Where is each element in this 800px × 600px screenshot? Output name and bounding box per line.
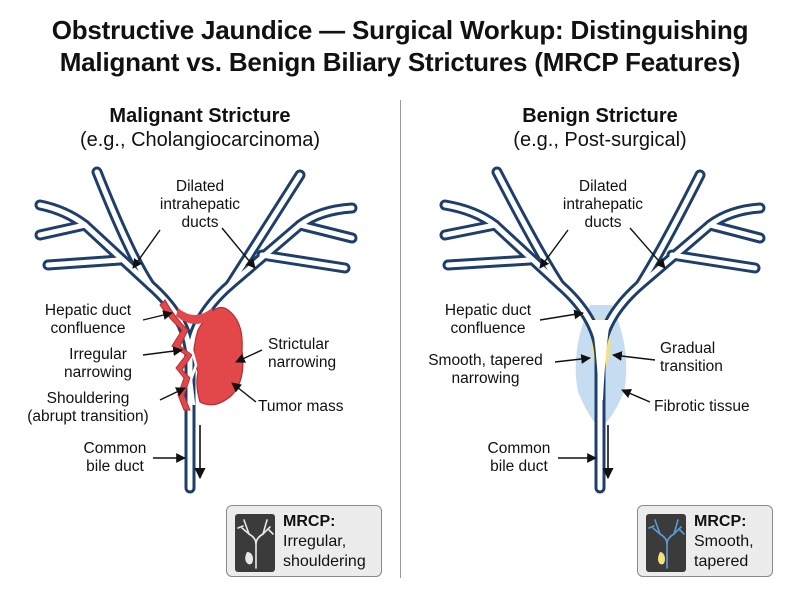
label-cbd-malignant: Common bile duct bbox=[83, 440, 147, 475]
benign-subheading: (e.g., Post-surgical) bbox=[513, 129, 687, 151]
mrcp-feature-2-benign: tapered bbox=[694, 553, 749, 570]
benign-heading: Benign Stricture bbox=[522, 105, 678, 127]
malignant-heading: Malignant Stricture bbox=[109, 105, 291, 127]
label-confluence-malignant: Hepatic duct confluence bbox=[44, 302, 132, 337]
panel-divider bbox=[400, 100, 401, 578]
mrcp-image-icon bbox=[235, 514, 275, 572]
mrcp-feature-1-malignant: Irregular, bbox=[283, 533, 347, 550]
page-title: Obstructive Jaundice — Surgical Workup: … bbox=[0, 14, 800, 78]
label-confluence-benign: Hepatic duct confluence bbox=[444, 302, 532, 337]
mrcp-box-benign: MRCP: Smooth, tapered bbox=[637, 505, 773, 577]
malignant-duct-tree bbox=[34, 166, 358, 494]
mrcp-label-malignant: MRCP: bbox=[283, 513, 336, 530]
title-line-1: Obstructive Jaundice — Surgical Workup: … bbox=[51, 15, 749, 45]
label-dilated-ducts-malignant: Dilated intrahepatic ducts bbox=[159, 178, 241, 231]
title-line-2: Malignant vs. Benign Biliary Strictures … bbox=[59, 47, 741, 77]
label-smooth-tapered: Smooth, tapered narrowing bbox=[428, 352, 543, 387]
label-irregular-narrowing: Irregular narrowing bbox=[63, 346, 133, 381]
benign-duct-tree bbox=[439, 166, 766, 494]
label-gradual-transition: Gradual transition bbox=[660, 340, 723, 375]
label-cbd-benign: Common bile duct bbox=[487, 440, 551, 475]
label-dilated-ducts-benign: Dilated intrahepatic ducts bbox=[562, 178, 644, 231]
label-fibrotic-tissue: Fibrotic tissue bbox=[654, 398, 750, 415]
label-shouldering: Shouldering (abrupt transition) bbox=[27, 390, 149, 425]
tumor-mass bbox=[193, 306, 244, 406]
label-tumor-mass: Tumor mass bbox=[258, 398, 344, 415]
mrcp-feature-2-malignant: shouldering bbox=[283, 553, 366, 570]
mrcp-label-benign: MRCP: bbox=[694, 513, 747, 530]
mrcp-box-malignant: MRCP: Irregular, shouldering bbox=[226, 505, 382, 577]
mrcp-feature-1-benign: Smooth, bbox=[694, 533, 754, 550]
mrcp-image-icon bbox=[646, 514, 686, 572]
benign-heading-block: Benign Stricture (e.g., Post-surgical) bbox=[420, 104, 780, 152]
malignant-heading-block: Malignant Stricture (e.g., Cholangiocarc… bbox=[20, 104, 380, 152]
label-strictural-narrowing: Strictular narrowing bbox=[268, 336, 337, 371]
malignant-subheading: (e.g., Cholangiocarcinoma) bbox=[79, 129, 321, 151]
